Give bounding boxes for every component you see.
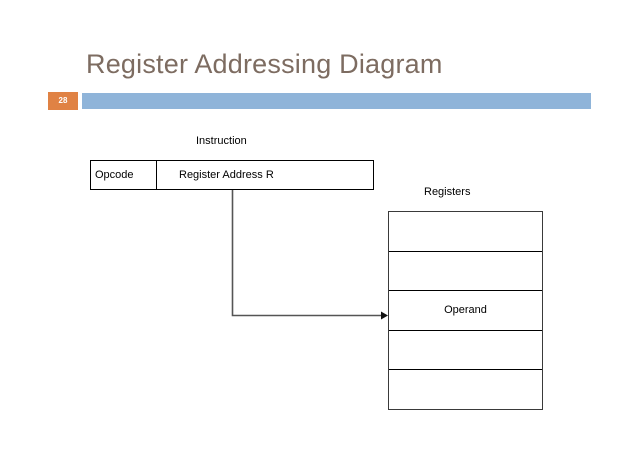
register-address-to-operand-arrow bbox=[231, 190, 388, 320]
instruction-label: Instruction bbox=[196, 135, 247, 147]
connector-path bbox=[231, 190, 381, 317]
instruction-field-register-address: Register Address R bbox=[179, 169, 274, 181]
title-divider-bar bbox=[82, 93, 591, 109]
page-title: Register Addressing Diagram bbox=[86, 49, 443, 79]
connector-arrowhead bbox=[381, 311, 388, 320]
register-row-operand: Operand bbox=[389, 291, 542, 331]
instruction-field-opcode: Opcode bbox=[91, 161, 157, 189]
register-row bbox=[389, 370, 542, 409]
page-number-badge: 28 bbox=[48, 92, 78, 110]
register-row bbox=[389, 252, 542, 292]
registers-box: Operand bbox=[388, 211, 543, 410]
register-row bbox=[389, 331, 542, 371]
registers-label: Registers bbox=[424, 186, 471, 198]
register-row bbox=[389, 212, 542, 252]
instruction-box: Opcode Register Address R bbox=[90, 160, 374, 190]
